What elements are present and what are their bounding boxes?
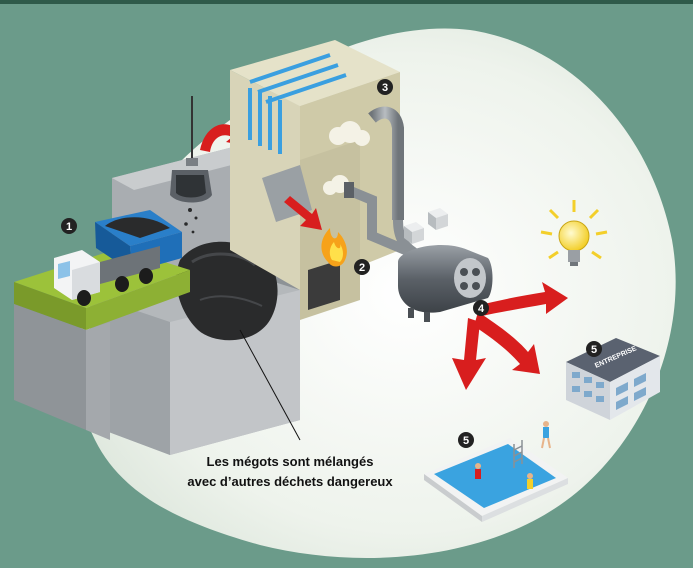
heat-exchanger-coils <box>248 53 347 154</box>
dump-truck <box>54 210 182 306</box>
energy-arrows <box>452 282 568 390</box>
svg-text:1: 1 <box>66 221 72 233</box>
light-bulb-icon <box>540 200 608 266</box>
marker-5-company: 5 <box>586 341 602 357</box>
caption-pointer-line <box>239 329 301 441</box>
marker-5-pool: 5 <box>458 432 474 448</box>
svg-text:5: 5 <box>591 344 597 356</box>
marker-4: 4 <box>473 300 489 316</box>
waste-feed-arrow <box>284 196 322 230</box>
marker-3: 3 <box>377 79 393 95</box>
ash-cubes <box>404 208 448 244</box>
svg-text:3: 3 <box>382 82 388 94</box>
company-building: ENTREPRISE <box>566 338 660 420</box>
waste-pile <box>176 241 278 341</box>
swimmer-figures <box>475 421 551 489</box>
svg-text:5: 5 <box>463 435 469 447</box>
top-band <box>0 0 693 4</box>
svg-text:4: 4 <box>478 303 485 315</box>
marker-1: 1 <box>61 218 77 234</box>
swimming-pool <box>424 421 568 522</box>
marker-2: 2 <box>354 259 370 275</box>
turbine-generator <box>398 245 493 322</box>
diagram-caption: Les mégots sont mélangés avec d’autres d… <box>160 452 420 492</box>
svg-text:2: 2 <box>359 262 365 274</box>
furnace-flame-icon <box>321 228 347 267</box>
caption-line-1: Les mégots sont mélangés <box>206 454 374 469</box>
caption-line-2: avec d’autres déchets dangereux <box>187 474 393 489</box>
crane-grab <box>170 96 212 234</box>
